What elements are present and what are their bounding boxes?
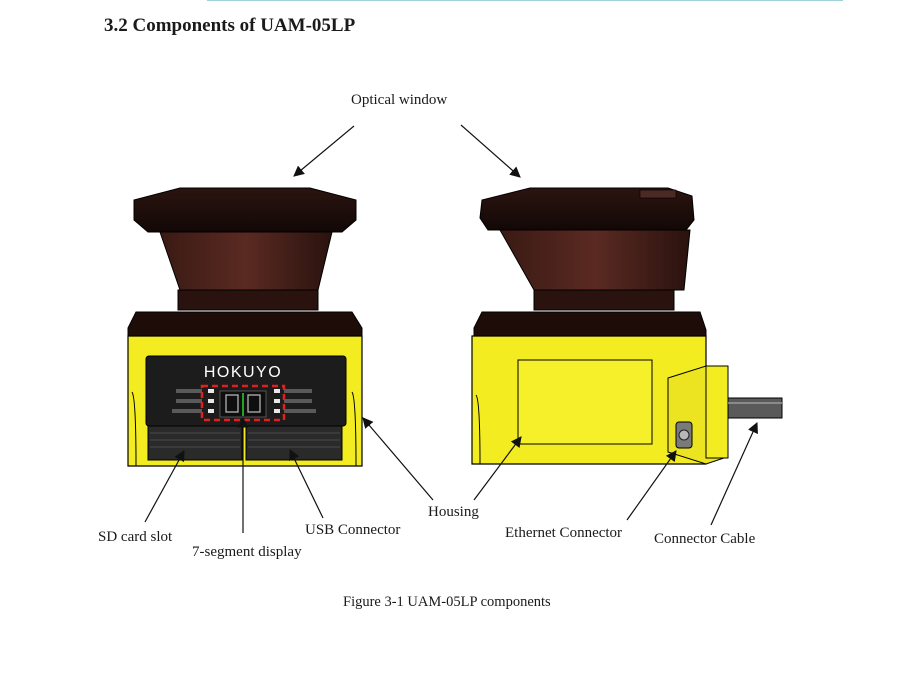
side-view-scanner-icon	[471, 187, 783, 465]
label-housing: Housing	[428, 504, 479, 520]
front-view-scanner-icon: HOKUYO	[127, 187, 363, 467]
arrow-sd-card	[144, 450, 185, 523]
arrow-ethernet	[626, 450, 677, 521]
label-ethernet-connector: Ethernet Connector	[505, 525, 623, 541]
arrow-cable	[710, 422, 758, 526]
section-heading: 3.2 Components of UAM-05LP	[104, 15, 356, 36]
top-rule	[207, 0, 843, 1]
brand-logo: HOKUYO	[204, 364, 282, 381]
label-sd-card-slot: SD card slot	[98, 529, 173, 545]
arrow-optical-left	[293, 125, 355, 177]
label-optical-window: Optical window	[351, 92, 448, 108]
label-usb-connector: USB Connector	[305, 522, 401, 538]
arrow-usb	[289, 449, 324, 519]
arrow-optical-right	[460, 124, 521, 178]
arrow-housing-right	[473, 436, 522, 501]
label-connector-cable: Connector Cable	[654, 531, 756, 547]
seven-segment-highlight	[200, 384, 286, 422]
label-seven-segment-display: 7-segment display	[192, 544, 302, 560]
figure-caption: Figure 3-1 UAM-05LP components	[343, 594, 551, 610]
arrow-housing-left	[362, 417, 434, 501]
